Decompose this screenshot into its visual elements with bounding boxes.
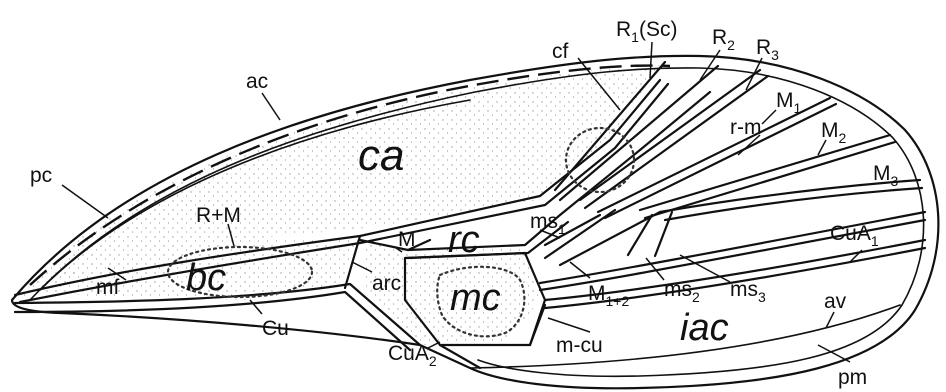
leader-r2 <box>700 50 720 80</box>
label-rc: rc <box>448 219 480 261</box>
label-cu: Cu <box>262 317 289 340</box>
label-ms2: ms2 <box>664 278 700 305</box>
leader-mcu <box>548 318 590 332</box>
leader-pm <box>818 345 850 362</box>
label-cua2: CuA2 <box>388 342 437 369</box>
label-m12: M1+2 <box>588 282 629 309</box>
label-ms3: ms3 <box>730 278 766 305</box>
label-m-cu: m-cu <box>556 334 603 357</box>
label-m2: M2 <box>821 119 847 146</box>
mcu-vein <box>530 305 545 345</box>
label-r-plus-m: R+M <box>196 204 241 227</box>
label-mf: mf <box>96 276 119 299</box>
label-cf: cf <box>552 40 569 63</box>
cu-vein-lower <box>15 292 410 350</box>
label-iac: iac <box>680 307 729 349</box>
ms2-cross <box>628 215 652 255</box>
label-r3: R3 <box>756 36 779 63</box>
label-av: av <box>824 290 847 313</box>
leader-m1 <box>762 110 776 124</box>
label-pc: pc <box>30 164 52 187</box>
label-ca: ca <box>358 131 404 180</box>
label-arc: arc <box>372 272 401 295</box>
label-pm: pm <box>838 366 867 389</box>
label-bc: bc <box>186 257 226 299</box>
label-m1: M1 <box>776 89 802 116</box>
label-m: M <box>398 228 416 251</box>
label-ac: ac <box>246 70 268 93</box>
label-cua1: CuA1 <box>830 222 879 249</box>
leader-m2 <box>818 140 826 155</box>
label-r1-sc: R1(Sc) <box>616 18 677 45</box>
ms3-cross <box>655 212 672 256</box>
label-rm: r-m <box>730 116 761 139</box>
leader-ac <box>262 93 280 120</box>
leader-pc <box>62 185 108 218</box>
label-m3: M3 <box>873 162 899 189</box>
label-mc: mc <box>450 277 501 319</box>
label-r2: R2 <box>712 26 735 53</box>
